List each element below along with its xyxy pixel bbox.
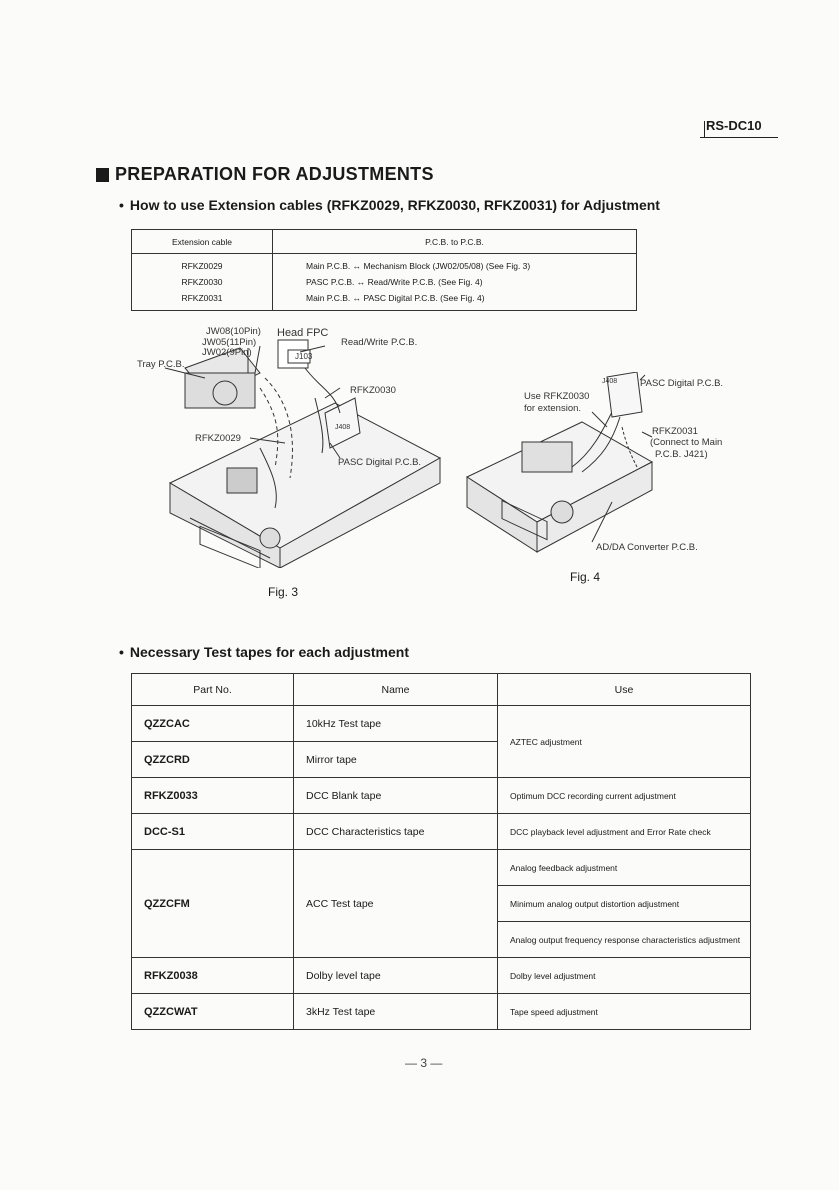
model-number: RS-DC10 xyxy=(706,118,762,133)
part-number: QZZCWAT xyxy=(131,993,294,1030)
cable-id: RFKZ0031 xyxy=(181,293,223,303)
part-number: RFKZ0038 xyxy=(131,957,294,994)
col-header-pcb: P.C.B. to P.C.B. xyxy=(272,229,637,254)
col-header-name: Name xyxy=(293,673,498,706)
col-header-use: Use xyxy=(497,673,751,706)
tape-use: Analog feedback adjustment xyxy=(497,849,751,886)
tape-name: DCC Blank tape xyxy=(293,777,498,814)
table-row: RFKZ0038 Dolby level tape Dolby level ad… xyxy=(131,957,751,994)
table-row: QZZCWAT 3kHz Test tape Tape speed adjust… xyxy=(131,993,751,1030)
fig4-label-j421: P.C.B. J421) xyxy=(655,449,708,460)
ext-cables-heading: • How to use Extension cables (RFKZ0029, … xyxy=(119,197,660,213)
fig3-label-rw: Read/Write P.C.B. xyxy=(341,337,418,348)
fig3-label-rfkz0030: RFKZ0030 xyxy=(350,385,396,396)
tape-use: Minimum analog output distortion adjustm… xyxy=(497,885,751,922)
page-number: — 3 — xyxy=(405,1056,443,1070)
fig4-label-adda: AD/DA Converter P.C.B. xyxy=(596,542,698,553)
tape-name: DCC Characteristics tape xyxy=(293,813,498,850)
fig3-label-j103: J103 xyxy=(295,352,313,361)
table-row: Minimum analog output distortion adjustm… xyxy=(132,885,751,922)
bullet-icon: • xyxy=(119,644,124,660)
test-tapes-table: Part No. Name Use QZZCAC 10kHz Test tape… xyxy=(131,673,751,1030)
part-number: DCC-S1 xyxy=(131,813,294,850)
fig3-label-jw02: JW02(9Pin) xyxy=(202,347,252,358)
ext-cables-heading-text: How to use Extension cables (RFKZ0029, R… xyxy=(129,197,660,213)
fig3-illustration xyxy=(164,339,442,568)
table-row: Analog output frequency response charact… xyxy=(132,921,751,958)
tapes-heading-text: Necessary Test tapes for each adjustment xyxy=(129,644,409,660)
connection-desc: Main P.C.B. ↔ PASC Digital P.C.B. (See F… xyxy=(306,293,485,303)
tape-use: Tape speed adjustment xyxy=(497,993,751,1030)
tapes-heading: • Necessary Test tapes for each adjustmen… xyxy=(119,644,409,660)
col-header-cable: Extension cable xyxy=(131,229,273,254)
fig3-label-jw05: JW05(11Pin) xyxy=(202,337,257,348)
table-row: DCC-S1 DCC Characteristics tape DCC play… xyxy=(131,813,751,850)
table-row: QZZCFM ACC Test tape Analog feedback adj… xyxy=(131,849,751,958)
fig3-label-j408: J408 xyxy=(335,424,351,431)
cable-id: RFKZ0030 xyxy=(181,277,223,287)
tape-name: Dolby level tape xyxy=(293,957,498,994)
part-number: RFKZ0033 xyxy=(131,777,294,814)
extension-cable-table: Extension cable P.C.B. to P.C.B. RFKZ002… xyxy=(131,229,637,311)
fig4-label-rfkz0031: RFKZ0031 xyxy=(652,426,698,437)
table-row: QZZCAC 10kHz Test tape AZTEC adjustment xyxy=(131,705,751,778)
fig4-label-j408: J408 xyxy=(602,378,618,385)
section-title-text: PREPARATION FOR ADJUSTMENTS xyxy=(115,164,434,184)
connection-desc: PASC P.C.B. ↔ Read/Write P.C.B. (See Fig… xyxy=(306,277,483,287)
tape-name: ACC Test tape xyxy=(293,849,498,958)
table-row: QZZCRD Mirror tape xyxy=(131,741,751,778)
tape-use: DCC playback level adjustment and Error … xyxy=(497,813,751,850)
tape-name: 10kHz Test tape xyxy=(293,705,498,742)
tape-name: Mirror tape xyxy=(293,741,498,778)
tape-use: AZTEC adjustment xyxy=(497,705,751,778)
fig3-label-rfkz0029: RFKZ0029 xyxy=(195,433,241,444)
fig4-label-extension: for extension. xyxy=(524,403,582,414)
tape-use: Analog output frequency response charact… xyxy=(497,921,751,958)
bullet-icon: • xyxy=(119,197,124,213)
cable-list: RFKZ0029 RFKZ0030 RFKZ0031 xyxy=(131,253,273,311)
connection-list: Main P.C.B. ↔ Mechanism Block (JW02/05/0… xyxy=(272,253,637,311)
connection-desc: Main P.C.B. ↔ Mechanism Block (JW02/05/0… xyxy=(306,261,531,271)
fig4-illustration xyxy=(465,372,654,553)
part-number: QZZCAC xyxy=(131,705,294,742)
fig3-label-jw08: JW08(10Pin) xyxy=(206,326,261,337)
fig3-label-head: Head FPC xyxy=(277,327,329,339)
section-title: PREPARATION FOR ADJUSTMENTS xyxy=(96,164,434,185)
part-number: QZZCFM xyxy=(131,849,294,958)
col-header-part: Part No. xyxy=(131,673,294,706)
model-underline xyxy=(700,137,778,138)
fig4-label-pasc: PASC Digital P.C.B. xyxy=(640,378,724,389)
model-bar xyxy=(704,121,705,138)
fig4-caption: Fig. 4 xyxy=(570,570,601,584)
fig3-caption: Fig. 3 xyxy=(268,585,299,599)
tape-use: Dolby level adjustment xyxy=(497,957,751,994)
square-bullet-icon xyxy=(96,167,109,182)
tape-use: Optimum DCC recording current adjustment xyxy=(497,777,751,814)
tape-name: 3kHz Test tape xyxy=(293,993,498,1030)
fig3-label-tray: Tray P.C.B. xyxy=(137,359,185,370)
fig4-label-use: Use RFKZ0030 xyxy=(524,391,590,402)
cable-id: RFKZ0029 xyxy=(181,261,223,271)
part-number: QZZCRD xyxy=(131,741,294,778)
fig4-label-connect: (Connect to Main xyxy=(650,437,723,448)
table-row: RFKZ0033 DCC Blank tape Optimum DCC reco… xyxy=(131,777,751,814)
fig3-label-pasc: PASC Digital P.C.B. xyxy=(338,457,422,468)
